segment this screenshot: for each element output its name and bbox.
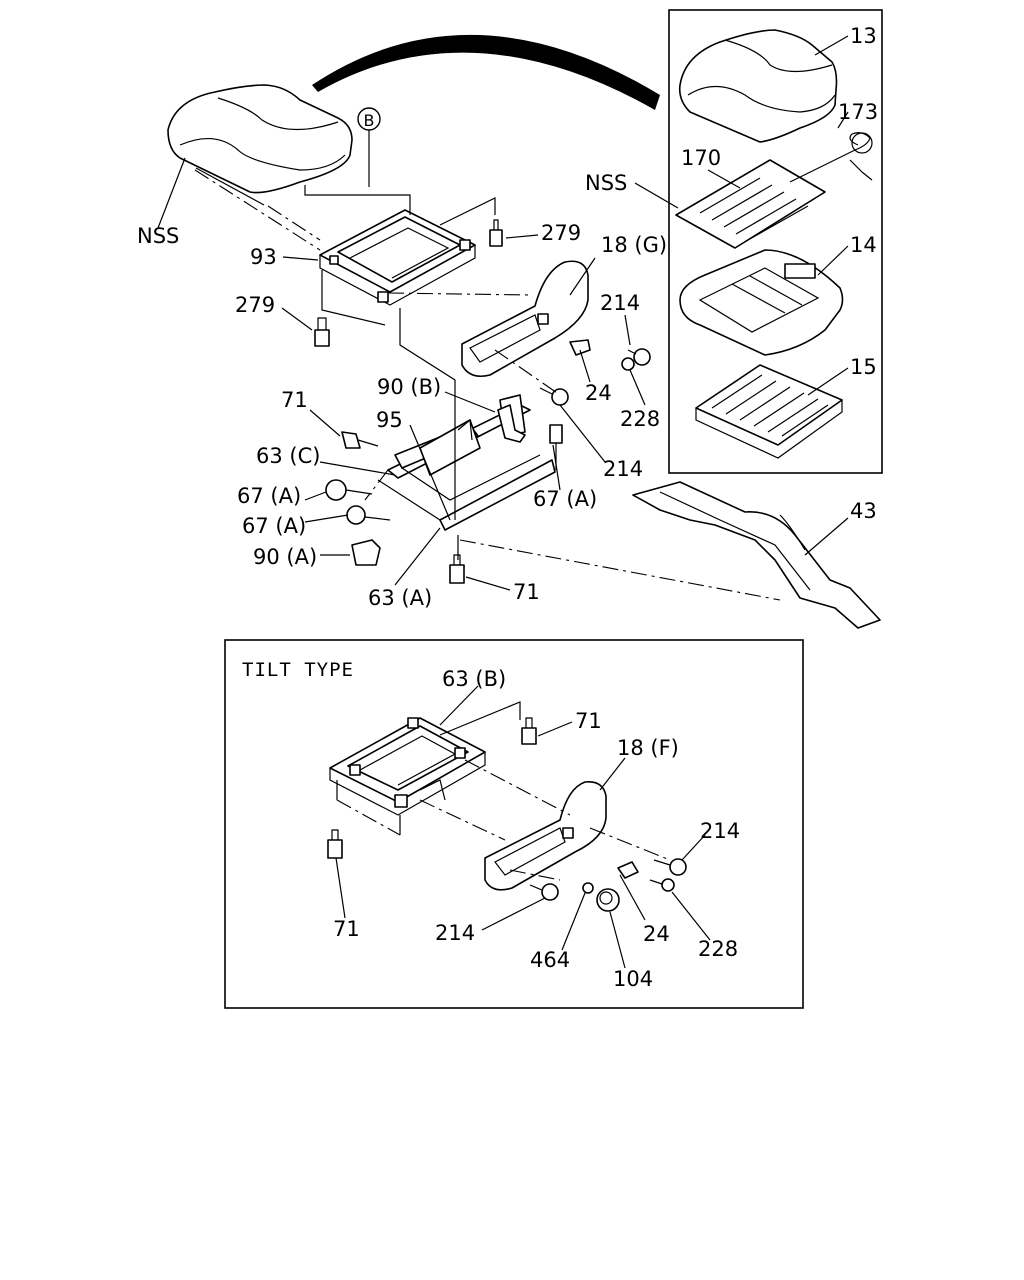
label-173: 173	[838, 100, 878, 124]
inset-pad-14	[679, 249, 844, 356]
bolts-main	[314, 219, 651, 584]
label-279-right: 279	[541, 221, 581, 245]
inset-wire-173	[789, 132, 873, 183]
seat-frame-upper	[319, 209, 476, 306]
label-18g: 18 (G)	[601, 233, 667, 257]
label-464: 464	[530, 948, 570, 972]
seat-cushion-nss	[167, 84, 353, 206]
seat-rail-18g	[461, 260, 589, 378]
label-170: 170	[681, 146, 721, 170]
label-90b: 90 (B)	[377, 375, 441, 399]
callout-b-text: B	[364, 111, 375, 130]
tilt-leaders	[335, 685, 711, 969]
label-67a-2: 67 (A)	[242, 514, 306, 538]
label-24: 24	[585, 381, 612, 405]
tilt-type-title: TILT TYPE	[242, 659, 354, 681]
label-214-a: 214	[600, 291, 640, 315]
label-nss-inset: NSS	[585, 171, 627, 195]
label-93: 93	[250, 245, 277, 269]
tilt-rail-18f	[484, 780, 607, 891]
label-63b: 63 (B)	[442, 667, 506, 691]
label-18f: 18 (F)	[617, 736, 679, 760]
leader-lines-main	[157, 130, 849, 591]
inset-heater-170	[675, 159, 826, 249]
label-71-t2: 71	[333, 917, 360, 941]
tilt-dash-lines	[336, 701, 671, 881]
label-71-bottom: 71	[513, 580, 540, 604]
tilt-frame-63b	[329, 717, 486, 816]
label-67a-1: 67 (A)	[237, 484, 301, 508]
label-63a: 63 (A)	[368, 586, 432, 610]
label-214-t2: 214	[435, 921, 475, 945]
slide-adjuster-rails	[377, 394, 556, 531]
tilt-labels: 63 (B) 71 18 (F) 214 71 214 24 228 464 1…	[333, 667, 740, 991]
label-nss-left: NSS	[137, 224, 179, 248]
label-63c: 63 (C)	[256, 444, 320, 468]
tilt-bolts	[327, 717, 687, 912]
inset-box	[668, 9, 883, 474]
label-279-left: 279	[235, 293, 275, 317]
inset-pan-15	[695, 364, 843, 459]
main-labels: NSS 93 279 279 18 (G) 214 24 228 214 71 …	[137, 221, 877, 610]
callout-b: B	[357, 107, 381, 131]
label-95: 95	[376, 408, 403, 432]
label-71-top: 71	[281, 388, 308, 412]
label-228-t: 228	[698, 937, 738, 961]
label-67a-3: 67 (A)	[533, 487, 597, 511]
label-43: 43	[850, 499, 877, 523]
label-214-b: 214	[603, 457, 643, 481]
swoop-arrow	[312, 34, 660, 110]
label-13: 13	[850, 24, 877, 48]
label-214-t1: 214	[700, 819, 740, 843]
label-104: 104	[613, 967, 653, 991]
inset-cushion-13	[678, 29, 838, 143]
inset-leaders	[634, 35, 849, 396]
label-228: 228	[620, 407, 660, 431]
inset-labels: 13 173 NSS 170 14 15	[585, 24, 878, 379]
seat-base-43	[632, 481, 881, 629]
label-90a: 90 (A)	[253, 545, 317, 569]
label-24-t: 24	[643, 922, 670, 946]
label-15: 15	[850, 355, 877, 379]
dash-lines-main	[194, 169, 781, 601]
tilt-type-box	[224, 639, 804, 1009]
label-14: 14	[850, 233, 877, 257]
label-71-t1: 71	[575, 709, 602, 733]
